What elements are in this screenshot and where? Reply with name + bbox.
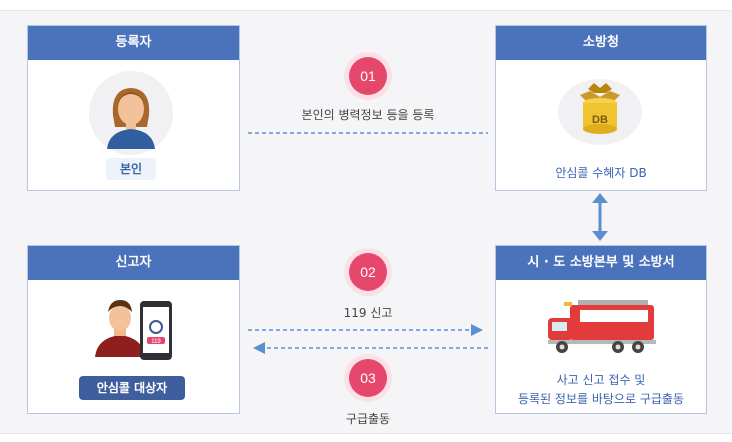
step-01-badge: 01 [349,57,387,95]
database-icon: DB [580,83,620,134]
fire-station-caption-line1: 사고 신고 접수 및 [556,373,646,387]
woman-icon [107,88,155,149]
reporter-label: 안심콜 대상자 [79,376,185,400]
registrant-avatar [89,71,173,155]
reporter-header: 신고자 [28,246,239,280]
fire-agency-header: 소방청 [496,26,706,60]
registrant-label: 본인 [106,158,156,180]
reporter-box: 신고자 [27,245,240,414]
fire-agency-caption: 안심콜 수혜자 DB [555,166,647,180]
fire-station-box: 시 · 도 소방본부 및 소방서 [495,245,707,414]
step-01-text: 본인의 병력정보 등을 등록 [301,108,435,122]
db-badge: DB [592,114,608,126]
fire-station-header: 시 · 도 소방본부 및 소방서 [496,246,706,280]
step-03-text: 구급출동 [345,412,391,426]
step-02-badge: 02 [349,253,387,291]
step-02-text: 119 신고 [343,306,393,320]
fire-station-caption-line2: 등록된 정보를 바탕으로 구급출동 [517,392,684,406]
step-03-badge: 03 [349,359,387,397]
fire-agency-box: 소방청 [495,25,707,191]
registrant-header: 등록자 [28,26,239,60]
fire-agency-db-circle: DB [558,79,642,145]
